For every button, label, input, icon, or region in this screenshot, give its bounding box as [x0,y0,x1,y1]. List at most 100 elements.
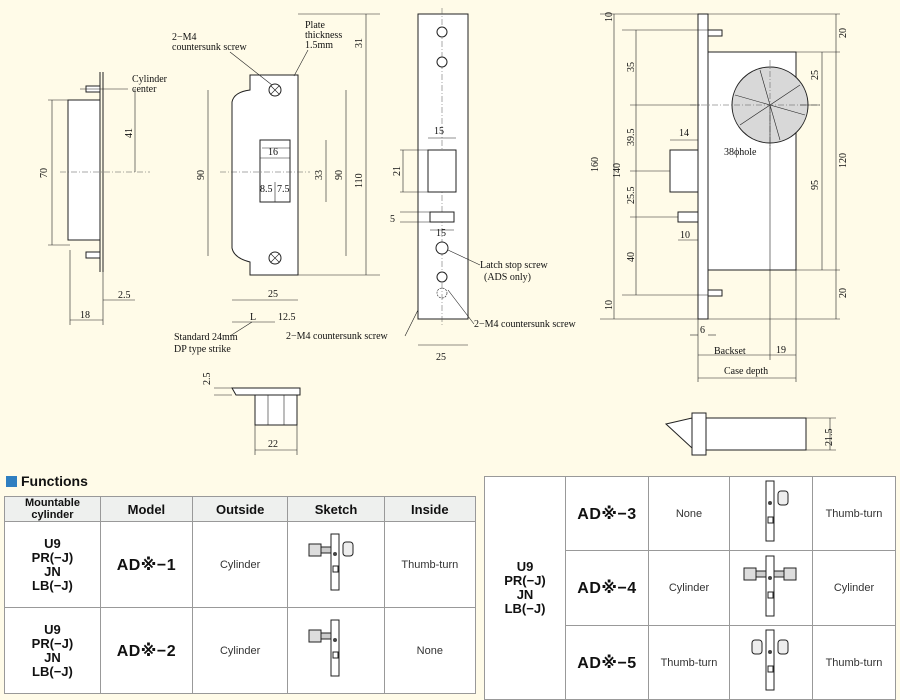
cylinder-cell: U9 PR(−J) JN LB(−J) [4,607,101,694]
outside-cell: Cylinder [191,607,289,694]
inside-cell: Thumb-turn [812,625,896,700]
cylinder-cell: U9 PR(−J) JN LB(−J) [484,476,566,700]
lock-sketch-icon [765,480,789,542]
lock-sketch-icon [308,619,340,677]
dim-25-5: 25.5 [626,187,637,205]
dim-7-5: 7.5 [277,184,290,195]
standard-strike-label-2: DP type strike [174,344,231,355]
dim-16: 16 [268,147,278,158]
dim-25-right: 25 [810,70,821,80]
sketch-cell [287,607,385,694]
dim-19: 19 [776,345,786,356]
square-icon [6,475,17,487]
sketch-cell [287,521,385,608]
dim-20-bottom: 20 [838,288,849,298]
model-cell: AD※−4 [565,550,649,626]
dim-15-bottom: 15 [436,228,446,239]
strike-side-view: Cylinder center 70 41 2.5 18 [39,72,168,325]
dim-33: 33 [314,170,325,180]
dim-22: 22 [268,439,278,450]
dim-110: 110 [354,173,365,188]
standard-strike-label: Standard 24mm [174,332,238,343]
lock-case-view: 10 35 39.5 25.5 40 10 160 140 14 10 6 19… [590,12,849,382]
dim-20-top: 20 [838,28,849,38]
sketch-cell [729,625,813,700]
dim-120: 120 [838,153,849,168]
header-sketch: Sketch [287,496,385,522]
sketch-cell [729,476,813,551]
ads-only-label: (ADS only) [484,272,531,283]
dim-41: 41 [124,128,135,138]
functions-table-right: U9 PR(−J) JN LB(−J) AD※−3 None Thumb-tur… [484,476,896,700]
dim-18: 18 [80,310,90,321]
backset-label: Backset [714,346,746,357]
face-plate-view: 15 21 5 15 25 Latch stop screw (ADS only… [390,8,577,363]
table-row: AD※−5 Thumb-turn Thumb-turn [485,625,896,700]
countersunk-bottom-right-label: 2−M4 countersunk screw [474,319,577,330]
dim-90-right: 90 [334,170,345,180]
dim-6: 6 [700,325,705,336]
model-cell: AD※−5 [565,625,649,700]
lock-sketch-icon [751,629,789,691]
table-row: U9 PR(−J) JN LB(−J) AD※−2 Cylinder None [4,607,477,694]
dim-5: 5 [390,214,395,225]
countersunk-top-label: 2−M4 [172,32,197,43]
dim-160: 160 [590,157,601,172]
dim-140: 140 [612,163,623,178]
outside-cell: Thumb-turn [648,625,730,700]
header-outside: Outside [191,496,289,522]
lock-sketch-icon [308,533,354,591]
dim-25-strike: 25 [268,289,278,300]
header-inside: Inside [383,496,477,522]
model-cell: AD※−3 [565,476,649,551]
strike-bottom-view: 22 2.5 [202,373,301,455]
latch-bolt-view: 21.5 [664,412,836,456]
lock-sketch-icon [743,555,797,616]
header-model: Model [99,496,193,522]
dim-2-5: 2.5 [118,290,131,301]
sketch-cell [729,550,813,626]
dim-14: 14 [679,128,689,139]
dim-95: 95 [810,180,821,190]
outside-cell: Cylinder [191,521,289,608]
outside-cell: Cylinder [648,550,730,626]
countersunk-top-label-2: countersunk screw [172,42,247,53]
table-row: U9 PR(−J) JN LB(−J) AD※−1 Cylinder Thumb… [4,521,477,608]
countersunk-bottom-left-label: 2−M4 countersunk screw [286,331,389,342]
dim-21-5: 21.5 [824,429,835,447]
cylinder-center-label: Cylinder [132,74,168,85]
dim-L: L [250,312,256,323]
model-cell: AD※−2 [99,607,193,694]
dim-39-5: 39.5 [626,129,637,147]
latch-stop-screw-label: Latch stop screw [480,260,549,271]
technical-drawing: Cylinder center 70 41 2.5 18 2−M4 counte… [0,0,900,470]
table-header-row: Mountable cylinder Model Outside Sketch … [4,496,477,522]
inside-cell: Thumb-turn [812,476,896,551]
strike-front-view: 2−M4 countersunk screw Plate thickness 1… [172,13,433,355]
inside-cell: Thumb-turn [383,521,477,608]
inside-cell: Cylinder [812,550,896,626]
dim-70: 70 [39,168,50,178]
dim-10-small: 10 [680,230,690,241]
table-row: U9 PR(−J) JN LB(−J) AD※−3 None Thumb-tur… [484,476,896,700]
cylinder-cell: U9 PR(−J) JN LB(−J) [4,521,101,608]
hole-label: 38ϕhole [724,147,757,158]
dim-90-left: 90 [196,170,207,180]
dim-21: 21 [392,166,403,176]
dim-15-top: 15 [434,126,444,137]
plate-thickness-label: Plate [305,20,326,31]
header-cylinder: Mountable cylinder [4,496,101,522]
dim-8-5: 8.5 [260,184,273,195]
functions-table-left: Mountable cylinder Model Outside Sketch … [4,496,477,694]
dim-10-bottom: 10 [604,300,615,310]
dim-10-top: 10 [604,12,615,22]
dim-2-5-bottom: 2.5 [202,373,213,386]
case-depth-label: Case depth [724,366,768,377]
outside-cell: None [648,476,730,551]
dim-25-face: 25 [436,352,446,363]
dim-31: 31 [354,38,365,48]
plate-thickness-label-3: 1.5mm [305,40,333,51]
model-cell: AD※−1 [99,521,193,608]
cylinder-center-label-2: center [132,84,157,95]
dim-40: 40 [626,252,637,262]
